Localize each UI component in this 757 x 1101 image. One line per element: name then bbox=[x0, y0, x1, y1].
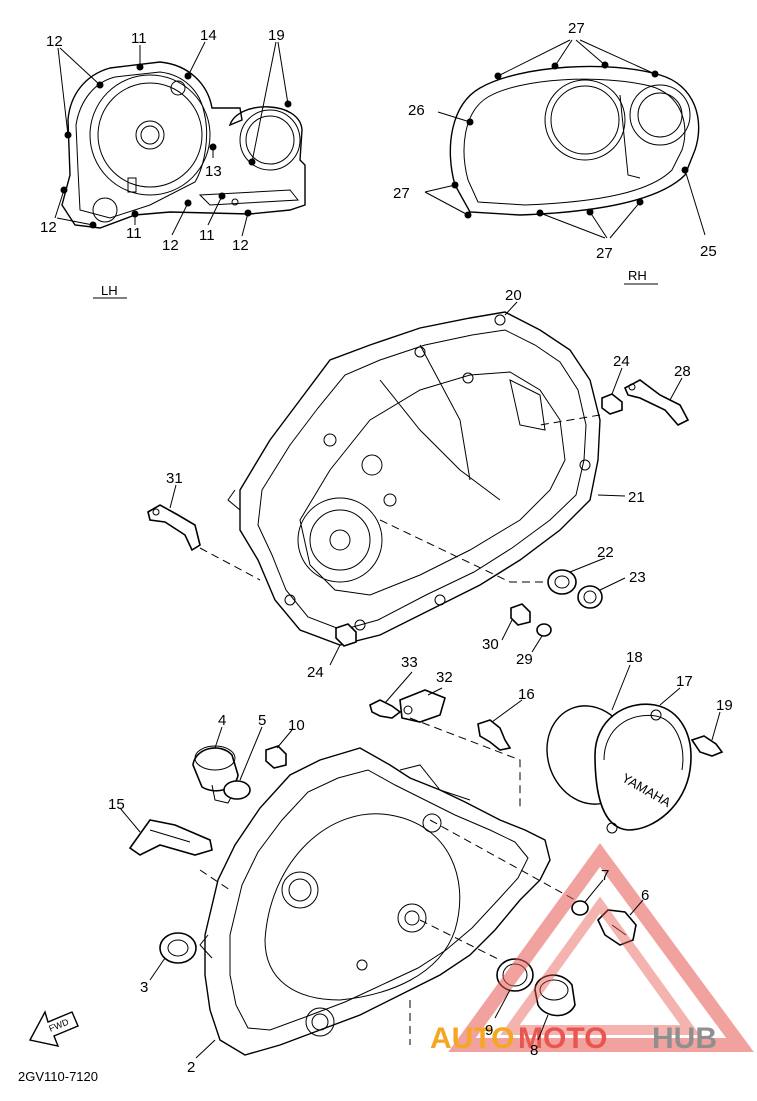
side-label-rh: RH bbox=[628, 268, 647, 283]
callout-15: 15 bbox=[108, 796, 125, 813]
drawing-code: 2GV110-7120 bbox=[18, 1069, 98, 1084]
callout-9: 9 bbox=[485, 1022, 493, 1039]
callout-28: 28 bbox=[674, 363, 691, 380]
callout-6: 6 bbox=[641, 887, 649, 904]
callout-26: 26 bbox=[408, 102, 425, 119]
callout-32: 32 bbox=[436, 669, 453, 686]
plug-3 bbox=[159, 932, 197, 964]
callout-16: 16 bbox=[518, 686, 535, 703]
callout-13: 13 bbox=[205, 163, 222, 180]
callout-27: 27 bbox=[393, 185, 410, 202]
callout-5: 5 bbox=[258, 712, 266, 729]
plug-8 bbox=[534, 974, 576, 1017]
callout-17: 17 bbox=[676, 673, 693, 690]
callout-2: 2 bbox=[187, 1059, 195, 1076]
washer-29 bbox=[536, 623, 552, 637]
guide-plate-28 bbox=[623, 379, 690, 426]
rh-crankcase-gasket bbox=[449, 61, 700, 219]
callout-18: 18 bbox=[626, 649, 643, 666]
dowel-pin-24-upper bbox=[601, 393, 623, 415]
oil-seal-22 bbox=[547, 569, 577, 595]
lh-crankcase-gasket bbox=[60, 61, 306, 229]
o-ring-7 bbox=[571, 900, 589, 916]
callout-12: 12 bbox=[46, 33, 63, 50]
callout-12: 12 bbox=[232, 237, 249, 254]
crankcase-cover-left bbox=[199, 747, 551, 1056]
bolt-33 bbox=[369, 699, 402, 719]
callout-27: 27 bbox=[568, 20, 585, 37]
bracket-32 bbox=[399, 689, 446, 723]
callout-19: 19 bbox=[716, 697, 733, 714]
callout-14: 14 bbox=[200, 27, 217, 44]
screw-19 bbox=[690, 735, 724, 757]
callout-24: 24 bbox=[613, 353, 630, 370]
dowel-pin-10 bbox=[265, 745, 287, 769]
callout-3: 3 bbox=[140, 979, 148, 996]
callout-labels: 12 11 14 19 13 12 11 12 11 12 27 26 27 2… bbox=[18, 20, 733, 1084]
callout-19: 19 bbox=[268, 27, 285, 44]
callout-7: 7 bbox=[601, 867, 609, 884]
lh-leader-lines bbox=[54, 41, 289, 237]
callout-10: 10 bbox=[288, 717, 305, 734]
bolt-16 bbox=[477, 719, 512, 751]
callout-4: 4 bbox=[218, 712, 226, 729]
plug-6 bbox=[597, 909, 637, 946]
callout-24: 24 bbox=[307, 664, 324, 681]
side-label-lh: LH bbox=[101, 283, 118, 298]
callout-30: 30 bbox=[482, 636, 499, 653]
callout-21: 21 bbox=[628, 489, 645, 506]
callout-29: 29 bbox=[516, 651, 533, 668]
callout-25: 25 bbox=[700, 243, 717, 260]
callout-12: 12 bbox=[162, 237, 179, 254]
dowel-pin-24-lower bbox=[335, 623, 357, 647]
callout-11: 11 bbox=[199, 227, 215, 244]
circlip-23 bbox=[577, 585, 603, 609]
callout-20: 20 bbox=[505, 287, 522, 304]
guide-plate-15 bbox=[128, 819, 213, 856]
rh-leader-lines bbox=[93, 39, 706, 299]
watermark-text-moto: MOTO bbox=[518, 1022, 607, 1055]
callout-11: 11 bbox=[126, 225, 142, 242]
callout-27: 27 bbox=[596, 245, 613, 262]
fwd-arrow-icon: FWD bbox=[28, 1010, 79, 1047]
lower-dash-lines bbox=[199, 717, 576, 961]
callout-23: 23 bbox=[629, 569, 646, 586]
callout-31: 31 bbox=[166, 470, 183, 487]
callout-33: 33 bbox=[401, 654, 418, 671]
callout-8: 8 bbox=[530, 1042, 538, 1059]
guide-plate-31 bbox=[147, 504, 201, 552]
collar-30 bbox=[510, 603, 531, 626]
watermark-logo: AUTO MOTO HUB bbox=[430, 843, 754, 1055]
watermark-text-auto: AUTO bbox=[430, 1022, 514, 1055]
callout-22: 22 bbox=[597, 544, 614, 561]
watermark-text-hub: HUB bbox=[652, 1022, 717, 1055]
crankcase-cover-right bbox=[227, 311, 601, 646]
callout-12: 12 bbox=[40, 219, 57, 236]
callout-11: 11 bbox=[131, 30, 147, 47]
o-ring-5 bbox=[223, 780, 251, 800]
middle-lower-leader-lines bbox=[119, 301, 721, 1059]
clutch-cover-17: YAMAHA bbox=[594, 703, 692, 834]
middle-dash-lines bbox=[199, 414, 601, 583]
